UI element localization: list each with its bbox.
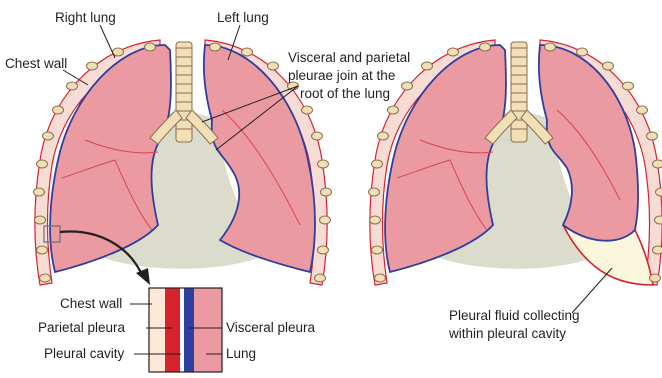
rib-cross-section	[369, 188, 380, 196]
rib-cross-section	[372, 160, 383, 168]
rib-cross-section	[242, 48, 253, 56]
rib-cross-section	[637, 106, 648, 114]
rib-cross-section	[388, 106, 399, 114]
label-inset-parietal-pleura: Parietal pleura	[38, 320, 126, 335]
rib-cross-section	[43, 132, 54, 140]
rib-cross-section	[375, 274, 386, 282]
label-right-lung: Right lung	[55, 10, 116, 25]
rib-cross-section	[321, 188, 332, 196]
rib-cross-section	[370, 216, 381, 224]
rib-cross-section	[655, 216, 662, 224]
rib-cross-section	[37, 246, 48, 254]
effusion-thorax	[369, 40, 662, 285]
rib-cross-section	[378, 132, 389, 140]
inset-arrowhead	[136, 268, 150, 285]
label-pleural-fluid-1: Pleural fluid collecting	[449, 308, 580, 323]
label-visceral-parietal-join-2: pleurae join at the	[288, 68, 395, 83]
rib-cross-section	[653, 160, 662, 168]
rib-cross-section	[315, 274, 326, 282]
rib-cross-section	[603, 62, 614, 70]
rib-cross-section	[87, 62, 98, 70]
label-inset-lung: Lung	[226, 346, 256, 361]
rib-cross-section	[67, 82, 78, 90]
label-inset-visceral-pleura: Visceral pleura	[226, 320, 316, 335]
rib-cross-section	[53, 106, 64, 114]
rib-cross-section	[210, 43, 221, 51]
label-inset-chest-wall: Chest wall	[60, 296, 122, 311]
rib-cross-section	[40, 274, 51, 282]
rib-cross-section	[320, 216, 331, 224]
rib-cross-section	[650, 274, 661, 282]
rib-cross-section	[448, 48, 459, 56]
label-inset-pleural-cavity: Pleural cavity	[44, 346, 125, 361]
rib-cross-section	[318, 160, 329, 168]
rib-cross-section	[653, 246, 662, 254]
label-chest-wall: Chest wall	[5, 56, 67, 71]
rib-cross-section	[312, 132, 323, 140]
rib-cross-section	[480, 43, 491, 51]
rib-cross-section	[34, 188, 45, 196]
rib-cross-section	[302, 106, 313, 114]
rib-cross-section	[656, 188, 662, 196]
label-visceral-parietal-join-3: root of the lung	[300, 86, 390, 101]
rib-cross-section	[268, 62, 279, 70]
rib-cross-section	[35, 216, 46, 224]
rib-cross-section	[577, 48, 588, 56]
rib-cross-section	[372, 246, 383, 254]
rib-cross-section	[318, 246, 329, 254]
rib-cross-section	[422, 62, 433, 70]
rib-cross-section	[402, 82, 413, 90]
rib-cross-section	[37, 160, 48, 168]
rib-cross-section	[545, 43, 556, 51]
rib-cross-section	[145, 43, 156, 51]
label-pleural-fluid-2: within pleural cavity	[448, 326, 566, 341]
rib-cross-section	[647, 132, 658, 140]
rib-cross-section	[623, 82, 634, 90]
normal-thorax	[34, 40, 332, 285]
rib-cross-section	[113, 48, 124, 56]
label-visceral-parietal-join-1: Visceral and parietal	[288, 50, 410, 65]
inset-detail	[149, 288, 222, 372]
label-left-lung: Left lung	[217, 10, 269, 25]
